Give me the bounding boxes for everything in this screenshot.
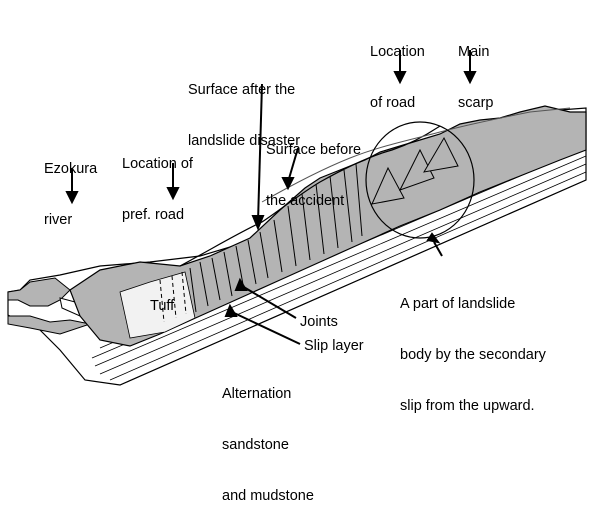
label-secondary-slip: A part of landslide body by the secondar… <box>400 262 546 432</box>
label-secondary-slip-line3: slip from the upward. <box>400 398 546 415</box>
label-pref-road: Location of pref. road <box>122 122 193 241</box>
label-pref-road-line1: Location of <box>122 156 193 173</box>
label-road-location-line1: Location <box>370 44 425 61</box>
label-surface-before-line2: the accident <box>266 193 361 210</box>
label-road-location-line2: of road <box>370 95 425 112</box>
label-tuff: Tuff <box>150 298 174 315</box>
label-main-scarp: Main scarp <box>458 10 493 129</box>
landslide-cross-section: Ezokura river Location of pref. road Sur… <box>0 0 589 409</box>
label-secondary-slip-line1: A part of landslide <box>400 296 546 313</box>
label-ezokura-river: Ezokura river <box>44 127 97 246</box>
label-surface-after-line1: Surface after the <box>188 82 300 99</box>
label-secondary-slip-line2: body by the secondary <box>400 347 546 364</box>
label-alternation-line1: Alternation <box>222 386 314 403</box>
label-pref-road-line2: pref. road <box>122 207 193 224</box>
label-alternation-line2: sandstone <box>222 437 314 454</box>
label-ezokura-river-line2: river <box>44 212 97 229</box>
label-surface-before-line1: Surface before <box>266 142 361 159</box>
label-joints: Joints <box>300 314 338 331</box>
label-road-location: Location of road <box>370 10 425 129</box>
label-alternation-line3: and mudstone <box>222 488 314 505</box>
label-alternation: Alternation sandstone and mudstone <box>222 352 314 522</box>
label-ezokura-river-line1: Ezokura <box>44 161 97 178</box>
label-main-scarp-line2: scarp <box>458 95 493 112</box>
label-main-scarp-line1: Main <box>458 44 493 61</box>
label-surface-before: Surface before the accident <box>266 108 361 227</box>
